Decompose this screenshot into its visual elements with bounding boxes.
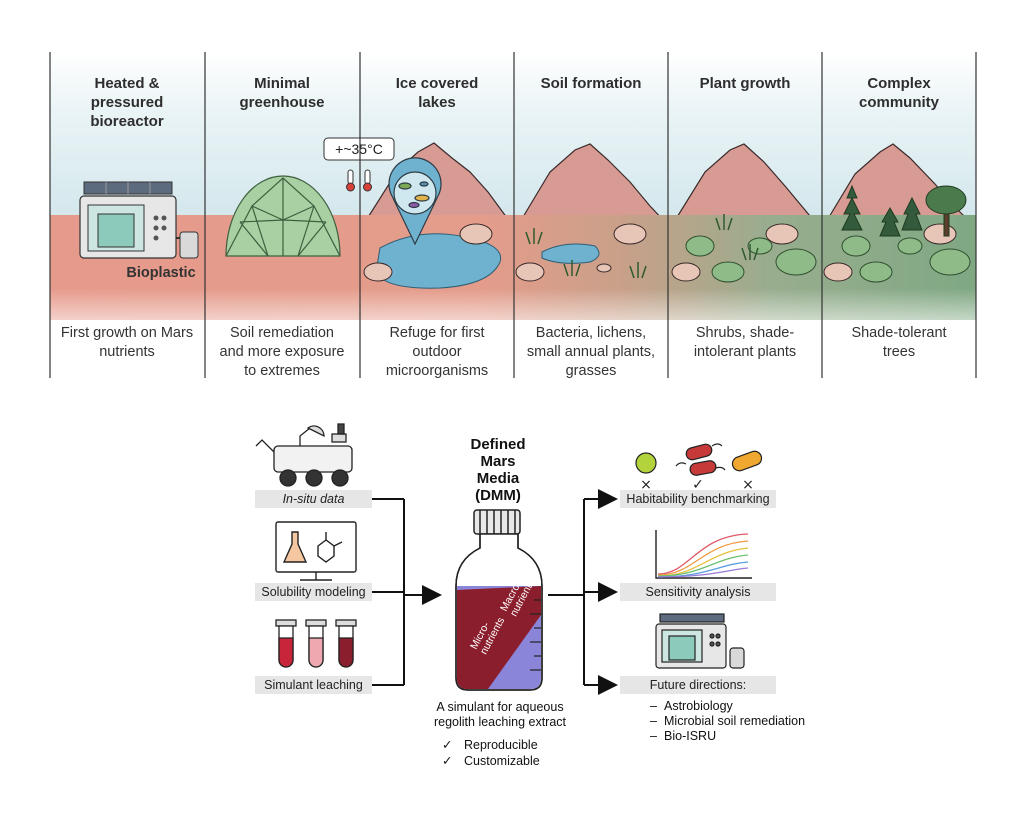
stage-dividers [49, 52, 977, 378]
stage-title-6: Complex community [858, 75, 939, 111]
rover-icon [255, 423, 353, 487]
output-label-sensitivity: Sensitivity analysis [620, 583, 776, 601]
output-connector [548, 489, 618, 695]
check-label: Customizable [464, 754, 540, 768]
input-connector [372, 498, 442, 686]
mark-2: ✓ [692, 477, 704, 493]
check-item: ✓ Customizable [442, 753, 540, 769]
stage-caption-6: Shade-tolerant trees [851, 325, 947, 360]
temperature-badge [323, 137, 395, 161]
growth-curves-icon [655, 530, 752, 579]
temperature-label: +~35°C [335, 141, 383, 157]
check-item: ✓ Reproducible [442, 737, 540, 753]
future-item: –Microbial soil remediation [650, 714, 805, 729]
microbe-pin-icon [388, 157, 442, 246]
dmm-bottle [455, 509, 543, 691]
input-label-leaching: Simulant leaching [255, 676, 372, 694]
mark-3: × [742, 477, 754, 493]
stage-title-4: Soil formation [540, 75, 642, 92]
stage-title-5: Plant growth [699, 75, 791, 92]
checkmark-icon: ✓ [442, 753, 453, 768]
grass-tufts [525, 228, 647, 279]
stage-caption-1: First growth on Mars nutrients [60, 325, 194, 360]
trees [841, 184, 967, 237]
small-lake [541, 243, 600, 264]
thermometer-icon [346, 169, 372, 192]
bioreactor-small-icon [655, 613, 745, 669]
stage-title-2: Minimal greenhouse [239, 75, 325, 111]
lake [375, 233, 502, 289]
input-label-insitu: In-situ data [255, 490, 372, 508]
bioplastic-label: Bioplastic [126, 265, 195, 281]
dash: – [650, 714, 657, 728]
dmm-workflow: Macro-nutrients Micro-nutrients × ✓ × [255, 423, 763, 695]
future-item-label: Microbial soil remediation [664, 714, 806, 728]
test-tubes-icon [275, 619, 357, 668]
dash: – [650, 699, 657, 713]
monitor-flask-icon [275, 521, 357, 581]
dmm-subtitle: A simulant for aqueous regolith leaching… [433, 700, 567, 729]
stage-caption-2: Soil remediation and more exposure to ex… [219, 325, 345, 379]
input-label-solubility: Solubility modeling [255, 583, 372, 601]
bioreactor-icon [79, 181, 199, 259]
future-item-label: Astrobiology [664, 699, 733, 713]
stage-title-1: Heated & pressured bioreactor [90, 75, 164, 130]
stages-panel: +~35°C [49, 52, 977, 378]
dmm-checks: ✓ Reproducible ✓ Customizable [442, 737, 540, 769]
check-label: Reproducible [464, 738, 538, 752]
dmm-title: Defined Mars Media (DMM) [470, 436, 526, 504]
output-label-habitability: Habitability benchmarking [620, 490, 776, 508]
checkmark-icon: ✓ [442, 737, 453, 752]
future-item: –Bio-ISRU [650, 729, 805, 744]
future-item-label: Bio-ISRU [664, 729, 717, 743]
dash: – [650, 729, 657, 743]
microbes-icon [635, 443, 763, 476]
future-list: –Astrobiology –Microbial soil remediatio… [650, 699, 805, 744]
grass-tufts-2 [715, 214, 759, 261]
output-label-future: Future directions: [620, 676, 776, 694]
stage-title-3: Ice covered lakes [395, 75, 479, 111]
future-item: –Astrobiology [650, 699, 805, 714]
shrubs [685, 235, 971, 283]
stage-caption-4: Bacteria, lichens, small annual plants, … [526, 325, 656, 379]
stage-caption-3: Refuge for first outdoor microorganisms [385, 325, 489, 379]
mark-1: × [640, 477, 652, 493]
greenhouse-icon [225, 175, 341, 257]
stage-caption-5: Shrubs, shade- intolerant plants [693, 325, 797, 360]
